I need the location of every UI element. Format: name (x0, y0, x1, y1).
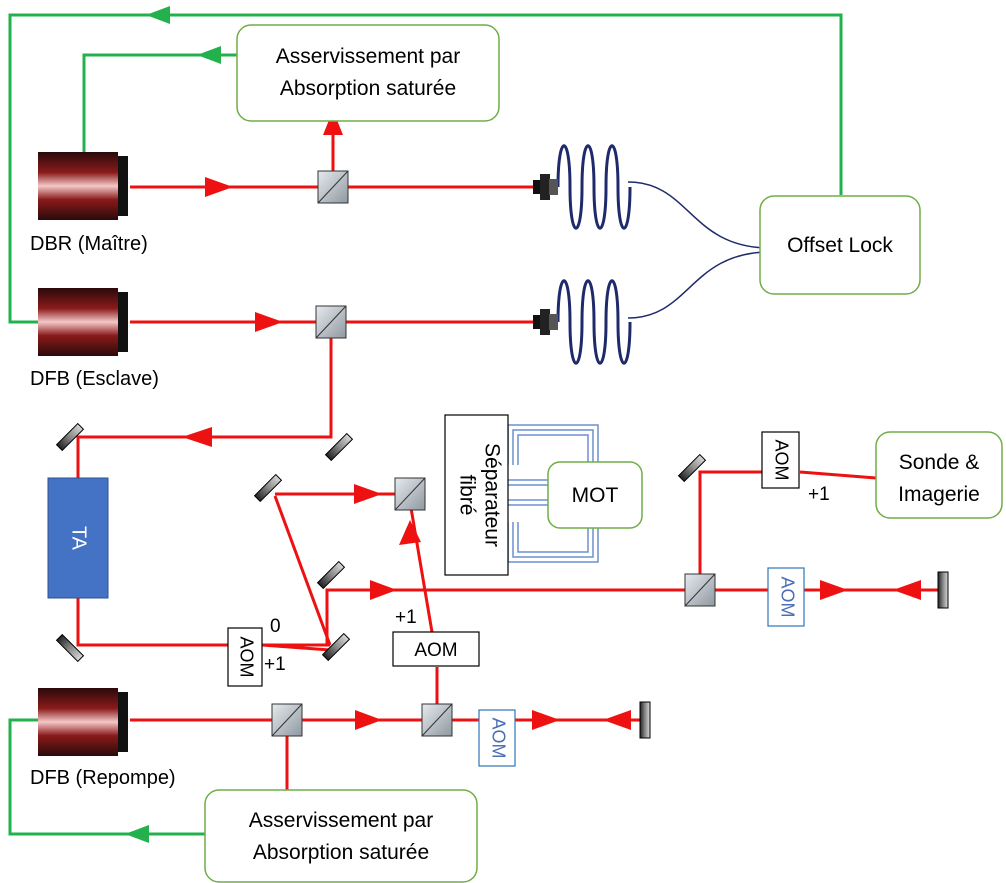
order-plus1-probe-label: +1 (808, 484, 830, 505)
aom-repump-label: AOM (414, 640, 457, 661)
probe-line2: Imagerie (898, 483, 980, 506)
beam-ta-out (76, 598, 228, 647)
arrow-icon (370, 580, 397, 600)
beam-arrows (182, 110, 921, 730)
feedback-lock-to-master (82, 53, 237, 152)
laser-dfb-slave (38, 288, 128, 356)
laser-dfb-repump-label: DFB (Repompe) (30, 767, 176, 789)
arrow-icon (197, 46, 221, 64)
laser-dbr-label: DBR (Maître) (30, 233, 148, 255)
fiber-coupler-slave-icon (533, 309, 558, 335)
arrow-icon (354, 484, 382, 504)
beam-splitter-master (317, 170, 349, 204)
probe-imaging-box: Sonde & Imagerie (875, 431, 1003, 519)
fiber-cable-slave (627, 251, 771, 319)
fiber-coil-master (556, 144, 632, 230)
arrow-icon (893, 580, 921, 600)
beam-order0-to-mot-aom (325, 588, 685, 645)
laser-dfb-repump (38, 688, 128, 756)
aom-blue-repump-label: AOM (488, 717, 508, 758)
aom-probe-label: AOM (771, 439, 791, 480)
fiber-cable-master (627, 181, 771, 249)
order-0-label: 0 (270, 616, 281, 637)
beam-to-upper-mirror (273, 495, 332, 646)
beam-splitter-repump-aom (421, 703, 453, 737)
retro-mirror-icon (639, 701, 651, 739)
probe-line1: Sonde & (899, 451, 980, 474)
mot-label: MOT (572, 484, 619, 507)
beam-aom-to-splitter (408, 501, 434, 633)
retro-mirror-icon (937, 571, 949, 609)
arrow-icon (399, 520, 421, 545)
feedback-lines (8, 13, 843, 836)
arrow-icon (125, 825, 149, 843)
order-plus1-repump-label: +1 (395, 607, 417, 628)
offset-lock-label: Offset Lock (787, 234, 893, 257)
fiber-coil-slave (556, 279, 632, 365)
feedback-arrows (125, 6, 221, 843)
lock-top-line2: Absorption saturée (280, 77, 456, 100)
beam-splitters (271, 170, 716, 737)
mirror-icon (317, 561, 345, 589)
aom-blue-mot: AOM (767, 567, 805, 627)
arrow-icon (603, 710, 631, 730)
beam-splitter-slave (315, 305, 347, 339)
aom-blue-repump: AOM (478, 709, 516, 767)
arrow-icon (205, 177, 233, 197)
laser-dbr-master (38, 152, 128, 220)
aom-blue-mot-label: AOM (777, 576, 797, 617)
fibers (507, 144, 771, 563)
aom-probe: AOM (761, 431, 800, 489)
arrow-icon (146, 6, 170, 24)
aom-ta: AOM (227, 627, 263, 687)
aom-ta-label: AOM (236, 636, 256, 677)
lock-top-line1: Asservissement par (276, 45, 460, 68)
beam-to-probe-aom (698, 470, 765, 590)
feedback-offset-to-slave (8, 13, 843, 324)
mot-box: MOT (547, 461, 643, 529)
fiber-coupler-master-icon (533, 174, 558, 200)
splitter-line2: fibré (455, 475, 478, 516)
beam-splitter-probe (684, 573, 716, 607)
lock-box-top: Asservissement par Absorption saturée (236, 24, 500, 122)
beam-probe-out (799, 470, 877, 480)
lock-box-bottom: Asservissement par Absorption saturée (204, 789, 478, 883)
ta-label: TA (68, 526, 90, 551)
lock-bottom-line1: Asservissement par (249, 809, 433, 832)
laser-dfb-slave-label: DFB (Esclave) (30, 368, 159, 390)
arrow-icon (355, 710, 382, 730)
arrow-icon (255, 312, 283, 332)
arrow-icon (532, 710, 560, 730)
order-plus1-ta-label: +1 (264, 654, 286, 675)
arrow-icon (820, 580, 848, 600)
aom-repump: AOM (392, 631, 480, 667)
mirrors (56, 423, 949, 739)
beam-splitter-mot-in (394, 477, 426, 511)
beam-splitter-repump-lock (271, 703, 303, 737)
ta-amplifier: TA (47, 477, 109, 599)
arrow-icon (323, 110, 343, 135)
splitter-line1: Séparateur (480, 443, 503, 547)
fiber-splitter-box: Séparateur fibré (444, 414, 509, 576)
beam-aom-order1 (261, 643, 331, 652)
arrow-icon (182, 427, 212, 447)
feedback-lock-to-repump (8, 718, 205, 836)
mirror-icon (254, 474, 282, 502)
offset-lock-box: Offset Lock (759, 195, 921, 295)
lock-bottom-line2: Absorption saturée (253, 841, 429, 864)
